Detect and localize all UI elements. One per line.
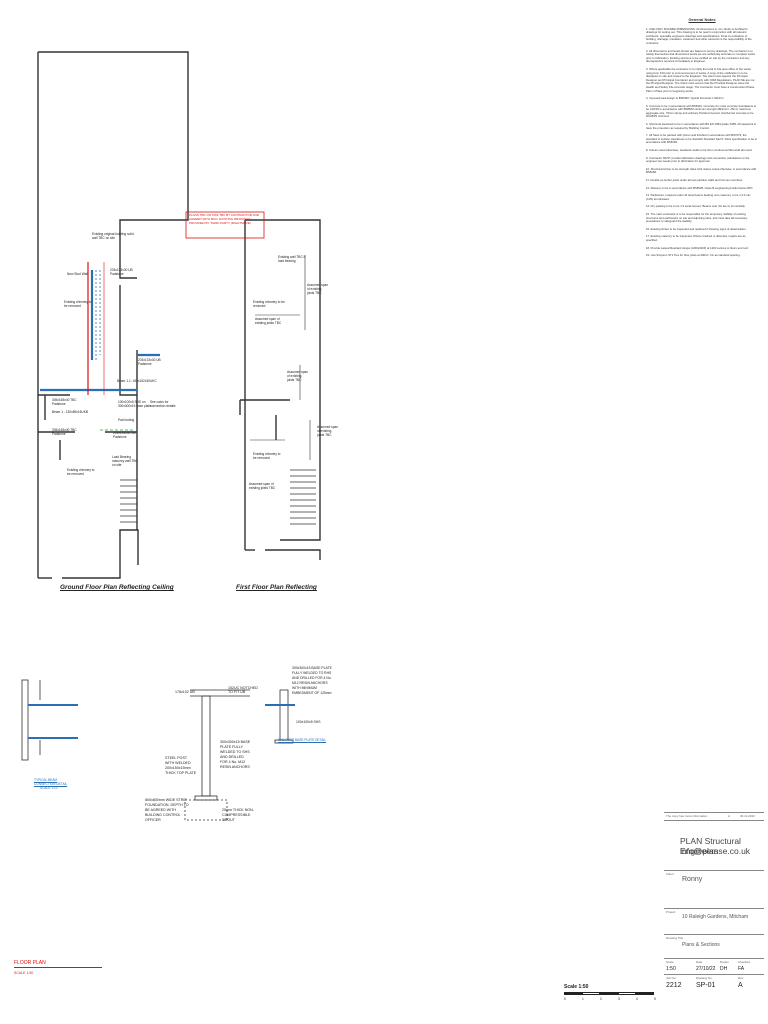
gf-label-see-details: See calcs for connection details — [150, 400, 176, 408]
scale-tick: 5 — [654, 997, 656, 1001]
detail-mid-foundation: 800x800mm WIDE STRIP FOUNDATION. DEPTH T… — [145, 798, 189, 822]
note-item: 1. USE ONLY FIGURED DIMENSIONS. All dime… — [646, 26, 752, 45]
title-block: The copy has more information A 30.11.20… — [664, 812, 764, 1022]
dwg-value: SP-01 — [696, 982, 716, 989]
rev-value: A — [738, 982, 743, 989]
scale-bar-label: Scale 1:50 — [564, 984, 589, 990]
note-item: 15. The main contractor is to be respons… — [646, 211, 748, 224]
client-label: Client — [666, 872, 674, 876]
rev-header: The copy has more information — [666, 814, 708, 818]
gf-label-padstone-right: 203x133x30 UB Padstone — [138, 358, 161, 366]
detail-mid-post: STEEL POST WITH WELDED 200x150x15mm THIC… — [165, 756, 197, 775]
scale-tick: 3 — [618, 997, 620, 1001]
note-item: 16. Existing timber to be inspected and … — [646, 226, 747, 231]
note-item: 9. Contractor MUST provide fabrication d… — [646, 155, 750, 164]
scale-value: 1:50 — [666, 966, 676, 972]
detail-left-link[interactable]: TYPICAL BEAM CONNECTION DETAIL — [34, 778, 68, 786]
gf-label-beam-top: 203x133x30 UB Padstone — [110, 268, 133, 276]
note-item: 4. Imposed load design to BS6399: Typica… — [646, 96, 724, 101]
date-value: 27/10/22 — [696, 966, 716, 972]
note-item: 7. All Steel to be painted with primer a… — [646, 133, 758, 145]
company-name: PLAN Structural Engineers — [680, 836, 741, 856]
drawing-name: Plans & Sections — [682, 942, 720, 948]
ff-label-chimney: Existing chimney to be removed — [253, 300, 285, 308]
detail-mid-grout: 25mm THICK NON-COMPRESSIBLE GROUT — [222, 808, 254, 822]
project-label: Project — [666, 910, 676, 914]
gf-label-beam-1b: Beam 1-1: 152x152x30UKC — [117, 379, 157, 383]
note-item: 8. Unless noted otherwise, steelwork wel… — [646, 148, 753, 153]
floor-plan-scale: SCALE 1:50 — [14, 971, 34, 975]
gf-label-pad: Pad footing — [118, 418, 135, 422]
checked-value: FA — [738, 966, 745, 972]
scale-label: Scale — [666, 960, 674, 964]
rev-date: 30.11.2022 — [740, 814, 755, 818]
date-label: Date — [696, 960, 703, 964]
scale-bar — [564, 992, 656, 995]
detail-right-link[interactable]: SHS POST BASE PLATE DETAIL — [278, 738, 327, 742]
floor-plan-label: FLOOR PLAN — [14, 960, 46, 966]
note-item: 12. Masonry to be in accordance with BS5… — [646, 185, 754, 190]
scale-tick: 0 — [564, 997, 566, 1001]
ff-label-assumed5: Assumed span of existing joists TBC — [249, 482, 276, 490]
note-item: 19. Use Simpson ST1 Ties for floor joist… — [646, 253, 741, 258]
note-item: 6. Structural steelwork to be in accorda… — [646, 122, 757, 130]
floor-plans-drawing — [37, 51, 321, 579]
gf-label-padstone-r2: 203x133x30 UB Padstone — [113, 431, 136, 439]
gf-label-post: 100x100x5 SHS on 300x300x15 base plate — [118, 400, 151, 408]
gf-label-chimney2: Existing chimney to be removed — [67, 468, 95, 476]
ff-label-assumed3: Assumed span of existing joists TBC — [287, 370, 309, 382]
note-item: 11. Double-up timber joists under all ne… — [646, 178, 744, 182]
note-item: 2. All dimensions and levels shown are b… — [646, 48, 756, 64]
ff-label-chimney2: Existing chimney to be removed — [253, 452, 281, 460]
job-value: 2212 — [666, 982, 682, 989]
red-site-note: PLANS TBC ON SITE TBC BY CONTRACTOR AND … — [189, 213, 259, 225]
detail-right-shs: 100x100x5 SHS — [296, 720, 321, 724]
detail-mid-notch: 152UC NOTCHED TO FIT UB — [228, 686, 258, 694]
notes-title: General Notes — [688, 17, 716, 22]
rev-no: A — [728, 814, 731, 818]
ground-floor-title: Ground Floor Plan Reflecting Ceiling — [60, 584, 174, 591]
rev-label: Rev — [738, 976, 744, 980]
ff-label-assumed4: Assumed span of existing joists TBC — [317, 425, 339, 437]
note-item: 5. Concrete to be in accordance with BS8… — [646, 103, 757, 119]
detail-mid-plate: 300x300x15 BASE PLATE FULLY WELDED TO SH… — [220, 740, 251, 769]
detail-right-plate: 300x300x15 BASE PLATE FULLY WELDED TO RH… — [292, 666, 332, 695]
note-item: 14. Dry packing to be to be 1:3 sand:cem… — [646, 204, 746, 209]
drawn-value: DH — [720, 966, 728, 972]
gf-label-chimney: Existing chimney to be removed — [64, 300, 92, 308]
note-item: 17. Existing masonry to be inspected. Wh… — [646, 234, 746, 242]
client-name: Ronny — [682, 876, 703, 883]
note-item: 18. Provide Lateral Restraint straps (12… — [646, 245, 749, 250]
connection-details-drawing — [21, 679, 295, 821]
drawing-label: Drawing Title — [666, 936, 684, 940]
note-item: 10. Structural timber to be strength cla… — [646, 166, 757, 175]
gf-label-load-bearing: Load Bearing masonry wall TBC on site — [112, 455, 138, 467]
ff-label-assumed1: Assumed span of existing joists TBC — [307, 283, 329, 295]
job-label: Job No. — [666, 976, 677, 980]
gf-label-existing-wall: Existing original building solid wall TB… — [92, 232, 134, 240]
general-notes: General Notes 1. USE ONLY FIGURED DIMENS… — [646, 18, 758, 262]
floor-plan-underline — [14, 967, 102, 968]
scale-tick: 1 — [582, 997, 584, 1001]
detail-left-sub: SCALE 1:10 — [40, 786, 58, 790]
ff-label-wall: Existing wall TBC if load bearing — [278, 255, 306, 263]
drawn-label: Drawn — [720, 960, 729, 964]
company-email[interactable]: info@planse.co.uk — [680, 846, 751, 856]
note-item: 3. Where applicable the contractor is to… — [646, 66, 755, 93]
dwg-label: Drawing No. — [696, 976, 713, 980]
scale-tick: 2 — [600, 997, 602, 1001]
scale-tick: 4 — [636, 997, 638, 1001]
gf-label-beam-1: Beam 1 - 152x89x16UKB — [52, 410, 88, 414]
ff-label-assumed2: Assumed span of existing joists TBC — [255, 317, 282, 325]
gf-label-new-stud: New Stud Wall — [67, 272, 88, 276]
project-name: 10 Raleigh Gardens, Mitcham — [682, 914, 749, 920]
detail-mid-beam: 178x102 UB — [175, 690, 195, 694]
checked-label: Checked — [738, 960, 750, 964]
gf-label-padstone-left2: 305x165x40 TBC Padstone — [52, 428, 77, 436]
note-item: 13. Padstones, required under all steel … — [646, 193, 751, 201]
first-floor-title: First Floor Plan Reflecting — [236, 584, 317, 591]
gf-label-padstone-left: 305x165x40 TBC Padstone — [52, 398, 77, 406]
